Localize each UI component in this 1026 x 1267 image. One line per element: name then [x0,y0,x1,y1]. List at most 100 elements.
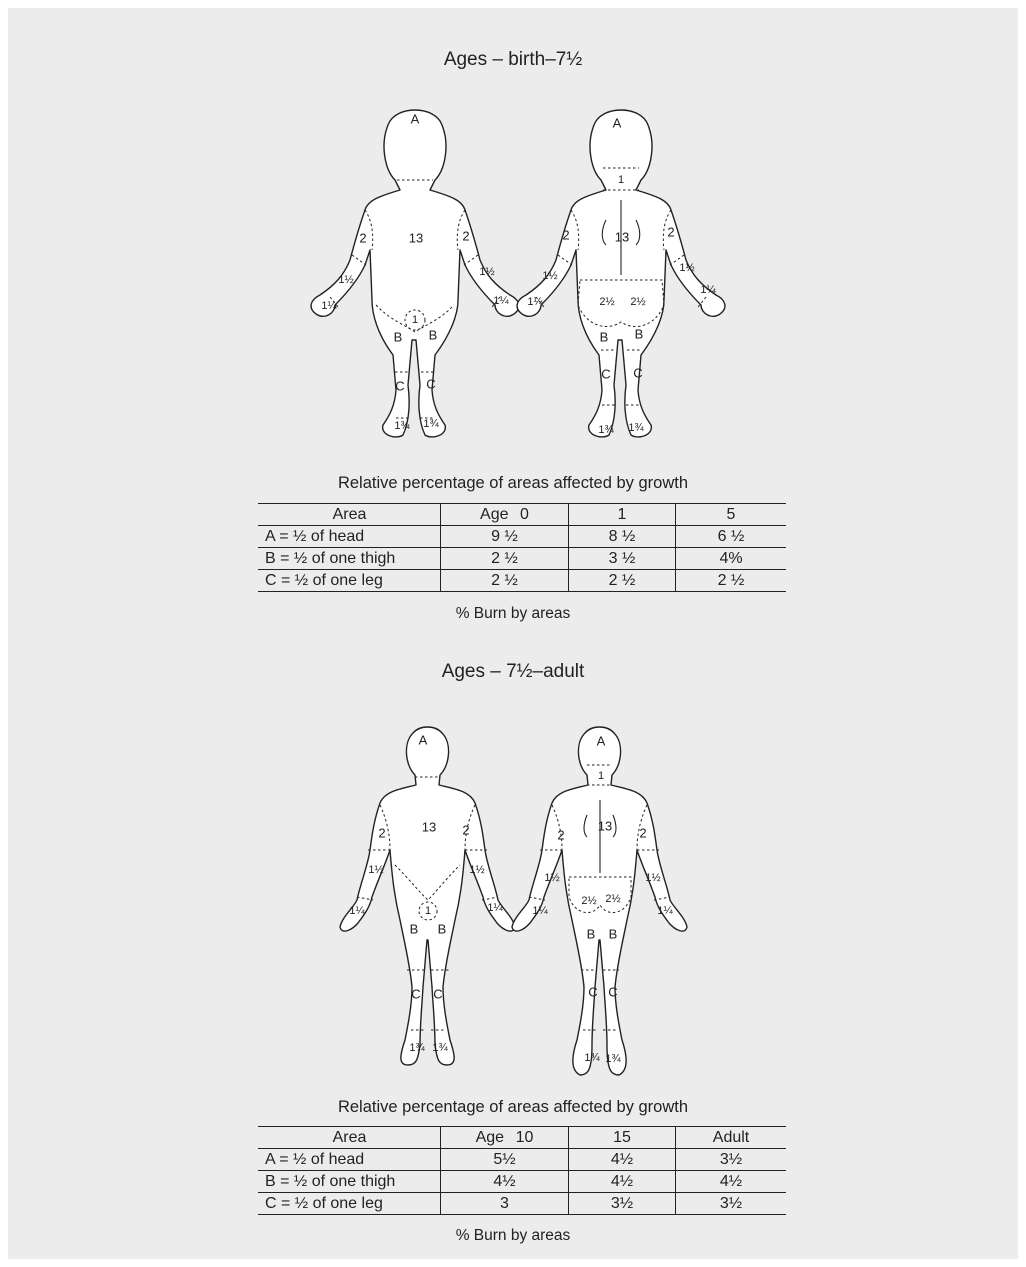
adult-back-label-upper-arm-left: 2 [639,825,646,840]
adult-back-label-upper-arm-right: 2 [557,827,564,842]
table-cell: 5½ [441,1149,569,1171]
table-cell: 6 ½ [676,526,787,548]
table-cell: 8 ½ [569,526,676,548]
table-cell: 4½ [441,1171,569,1193]
adult-back-label-head: A [597,733,606,748]
child-front-label-head: A [411,111,420,126]
child-back-label-upper-arm-left: 2 [667,224,674,239]
section2-title: Ages – 7½–adult [0,661,1026,683]
adult-front-label-foot-right: 1¾ [409,1042,425,1054]
adult-back-figure: A 1 13 2 2 1½ 1½ 1¼ 1¼ 2½ 2½ B B C C 1¾ … [507,725,697,1080]
table-row: B = ½ of one thigh 2 ½ 3 ½ 4% [258,548,786,570]
child-back-figure: A 1 13 2 2 1½ 1½ 1¼ 1¼ 2½ 2½ B B C C 1¾ … [506,100,746,445]
row-label: A = ½ of head [258,1149,441,1171]
child-back-label-trunk: 13 [615,229,629,244]
child-back-label-neck: 1 [618,174,624,186]
header-area: Area [258,504,441,526]
child-front-label-thigh-left: B [429,327,438,342]
adult-front-label-foot-left: 1¾ [432,1042,448,1054]
table-row: A = ½ of head 9 ½ 8 ½ 6 ½ [258,526,786,548]
header-area: Area [258,1127,441,1149]
adult-back-label-leg-right: C [588,984,597,999]
adult-front-label-hand-right: 1¼ [349,905,365,917]
child-front-label-trunk: 13 [409,230,423,245]
table-cell: 3 [441,1193,569,1215]
table-header-row: Area Age0 1 5 [258,504,786,526]
header-age-adult: Adult [676,1127,787,1149]
section1-caption: Relative percentage of areas affected by… [0,474,1026,493]
child-front-label-foot-left: 1¾ [423,418,439,430]
child-back-label-buttock-right: 2½ [599,296,614,308]
table-cell: 9 ½ [441,526,569,548]
adult-front-label-leg-right: C [411,986,420,1001]
table-cell: 4½ [676,1171,787,1193]
section1-title: Ages – birth–7½ [0,49,1026,71]
adult-front-label-thigh-left: B [438,921,447,936]
adult-front-label-thigh-right: B [410,921,419,936]
section1-note: % Burn by areas [0,605,1026,623]
child-back-label-head: A [613,115,622,130]
adult-back-label-foot-left: 1¾ [605,1053,621,1065]
child-front-label-forearm-right: 1½ [338,274,353,286]
child-back-label-thigh-left: B [635,326,644,341]
child-back-label-forearm-right: 1½ [542,270,557,282]
table-row: C = ½ of one leg 2 ½ 2 ½ 2 ½ [258,570,786,592]
header-age-15: 15 [569,1127,676,1149]
child-front-label-upper-arm-left: 2 [462,228,469,243]
row-label: B = ½ of one thigh [258,1171,441,1193]
table-cell: 2 ½ [569,570,676,592]
adult-back-label-forearm-left: 1½ [645,872,660,884]
adult-front-label-head: A [419,732,428,747]
child-front-label-forearm-left: 1½ [479,266,494,278]
header-age-10: 10 [516,1129,534,1146]
adult-front-label-hand-left: 1¼ [487,902,503,914]
child-back-label-hand-right: 1¼ [527,296,543,308]
adult-front-body-outline [340,727,515,1065]
child-back-label-foot-right: 1¾ [598,424,614,436]
adult-back-label-leg-left: C [608,984,617,999]
child-front-label-hand-right: 1¼ [321,300,337,312]
table-cell: 3½ [676,1193,787,1215]
table-cell: 3½ [569,1193,676,1215]
child-back-label-leg-right: C [601,366,610,381]
adult-front-label-genitals: 1 [425,905,431,917]
section2-caption: Relative percentage of areas affected by… [0,1098,1026,1117]
child-back-label-buttock-left: 2½ [630,296,645,308]
adult-front-label-trunk: 13 [422,819,436,834]
adult-back-label-foot-right: 1¾ [584,1052,600,1064]
child-front-label-upper-arm-right: 2 [359,230,366,245]
header-age-cell: Age0 [441,504,569,526]
table-cell: 2 ½ [441,570,569,592]
section2-note: % Burn by areas [0,1227,1026,1245]
child-back-label-upper-arm-right: 2 [562,227,569,242]
adult-front-label-upper-arm-left: 2 [462,822,469,837]
table-cell: 4% [676,548,787,570]
adult-back-label-thigh-left: B [609,926,618,941]
adult-back-label-hand-left: 1¼ [657,905,673,917]
child-front-figure: A 13 2 2 1½ 1½ 1¼ 1¼ 1 B B C C 1¾ 1¾ [300,100,540,445]
row-label: C = ½ of one leg [258,570,441,592]
child-front-label-leg-right: C [395,378,404,393]
row-label: A = ½ of head [258,526,441,548]
table-row: B = ½ of one thigh 4½ 4½ 4½ [258,1171,786,1193]
header-age-5: 5 [676,504,787,526]
table-row: A = ½ of head 5½ 4½ 3½ [258,1149,786,1171]
section2-table: Area Age10 15 Adult A = ½ of head 5½ 4½ … [258,1126,786,1215]
child-back-label-hand-left: 1¼ [700,284,716,296]
header-age: Age [476,1128,516,1148]
row-label: B = ½ of one thigh [258,548,441,570]
adult-front-label-upper-arm-right: 2 [378,825,385,840]
adult-back-label-neck: 1 [598,770,604,782]
child-front-label-genitals: 1 [412,314,418,326]
header-age-0: 0 [520,506,529,523]
adult-front-figure: A 13 2 2 1½ 1½ 1¼ 1¼ 1 B B C C 1¾ 1¾ [335,725,525,1075]
adult-back-label-buttock-left: 2½ [605,893,620,905]
child-front-label-leg-left: C [426,376,435,391]
table-row: C = ½ of one leg 3 3½ 3½ [258,1193,786,1215]
adult-back-label-thigh-right: B [587,926,596,941]
child-back-label-thigh-right: B [600,329,609,344]
table-cell: 3 ½ [569,548,676,570]
